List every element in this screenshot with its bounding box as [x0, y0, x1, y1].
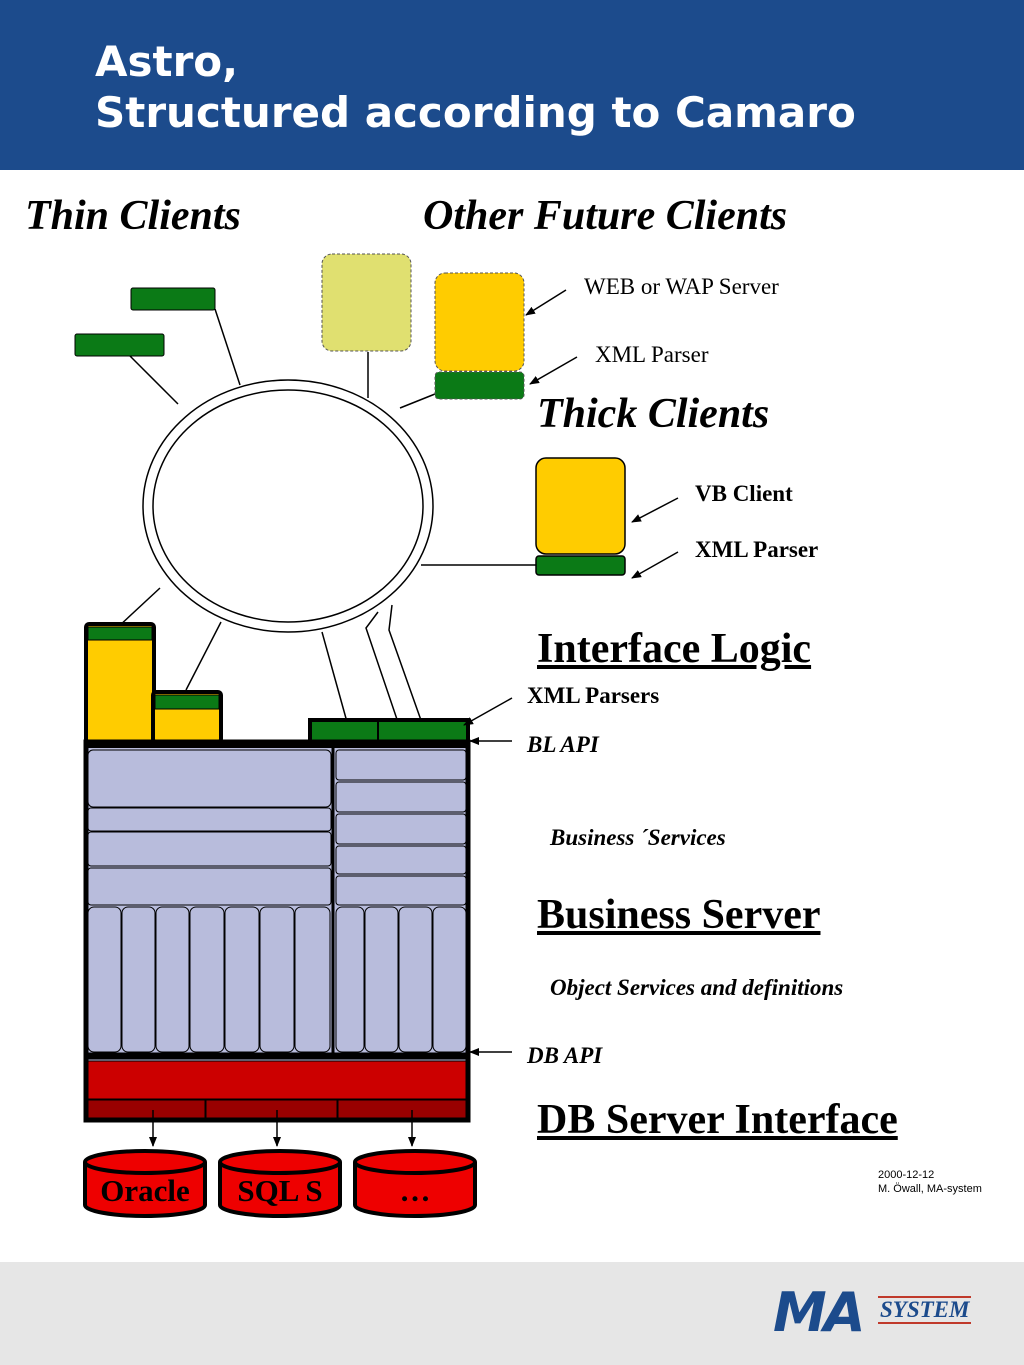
ring-link-d1: [365, 611, 405, 741]
footer-bar: [0, 1262, 1024, 1365]
service-block-right-3: [335, 813, 467, 845]
web-server-link: [399, 393, 436, 409]
interface-parser-2: [154, 694, 220, 710]
arrow-xml-parser-top: [529, 356, 578, 385]
label-web-wap-server: WEB or WAP Server: [584, 274, 779, 299]
thin-client-box-2: [74, 333, 165, 357]
stamp-author: M. Öwall, MA-system: [878, 1183, 982, 1195]
label-db-api: DB API: [527, 1043, 603, 1068]
object-column: [259, 906, 295, 1053]
service-block-right-5: [335, 875, 467, 906]
slide-title-line-2: Structured according to Camaro: [95, 88, 856, 137]
architecture-diagram: [74, 253, 679, 1218]
db-label-oracle: Oracle: [100, 1173, 190, 1208]
database-other: [353, 1149, 477, 1218]
arrow-web-server: [525, 289, 567, 316]
slide-title-line-1: Astro,: [95, 37, 239, 86]
object-column: [121, 906, 156, 1053]
service-block-right-4: [335, 845, 467, 875]
object-column: [189, 906, 225, 1053]
label-vb-client: VB Client: [695, 481, 793, 506]
arrow-xml-parser-thick: [631, 551, 679, 579]
vb-client-box: [535, 457, 626, 555]
db-driver-3: [337, 1099, 467, 1119]
stamp-date: 2000-12-12: [878, 1169, 935, 1181]
web-wap-server-box: [434, 272, 525, 372]
future-client-box: [321, 253, 412, 352]
db-label-sql: SQL S: [237, 1173, 323, 1208]
label-business-server: Business Server: [537, 892, 821, 938]
interface-parsers-bar: [308, 718, 470, 744]
arrow-xml-parsers: [463, 697, 513, 726]
service-block-left-4: [87, 867, 332, 906]
thin-client-link-1: [214, 308, 241, 386]
network-ring-inner: [152, 389, 424, 623]
db-driver-2: [205, 1099, 338, 1119]
label-xml-parser-top: XML Parser: [595, 342, 709, 367]
db-server-interface-block: [87, 1060, 467, 1100]
service-block-left-3: [87, 831, 332, 867]
object-column: [87, 906, 122, 1053]
interface-parser-1: [87, 626, 153, 641]
label-thin-clients: Thin Clients: [25, 193, 241, 239]
web-xml-parser-box: [434, 371, 525, 400]
service-block-right-1: [335, 749, 467, 781]
label-object-services: Object Services and definitions: [550, 975, 844, 1000]
db-label-other: …: [399, 1173, 431, 1208]
label-business-services: Business ´Services: [550, 825, 726, 850]
ring-link-b: [185, 621, 222, 691]
label-bl-api: BL API: [527, 732, 599, 757]
label-other-future-clients: Other Future Clients: [423, 193, 788, 239]
object-column: [432, 906, 467, 1053]
database-sql-server: [218, 1149, 342, 1218]
label-xml-parsers: XML Parsers: [527, 683, 660, 708]
thin-client-link-2: [129, 355, 179, 405]
ma-system-logo-text: SYSTEM: [878, 1296, 972, 1324]
thick-xml-parser-box: [535, 555, 626, 576]
database-oracle: [83, 1149, 207, 1218]
object-services-columns: [87, 906, 467, 1053]
label-db-server-interface: DB Server Interface: [537, 1097, 898, 1143]
db-driver-1: [87, 1099, 206, 1119]
ma-system-logo: MA: [773, 1281, 866, 1344]
label-interface-logic: Interface Logic: [537, 626, 812, 672]
arrow-vb-client: [631, 497, 679, 523]
service-block-right-2: [335, 781, 467, 813]
object-column: [398, 906, 433, 1053]
service-block-left-2: [87, 807, 332, 832]
thin-client-box-1: [130, 287, 216, 311]
ring-link-a: [117, 587, 161, 628]
date-author-stamp: 2000-12-12 M. Öwall, MA-system: [878, 1168, 982, 1196]
interface-logic-client-1: [84, 622, 156, 744]
ring-link-d2: [388, 604, 429, 741]
object-column: [224, 906, 260, 1053]
service-block-left-1: [87, 749, 332, 808]
label-thick-clients: Thick Clients: [537, 391, 770, 437]
object-column: [294, 906, 331, 1053]
object-column: [155, 906, 190, 1053]
object-column: [335, 906, 365, 1053]
object-column: [364, 906, 399, 1053]
title-banner: Astro, Structured according to Camaro: [0, 0, 1024, 170]
label-xml-parser-thick: XML Parser: [695, 537, 819, 562]
